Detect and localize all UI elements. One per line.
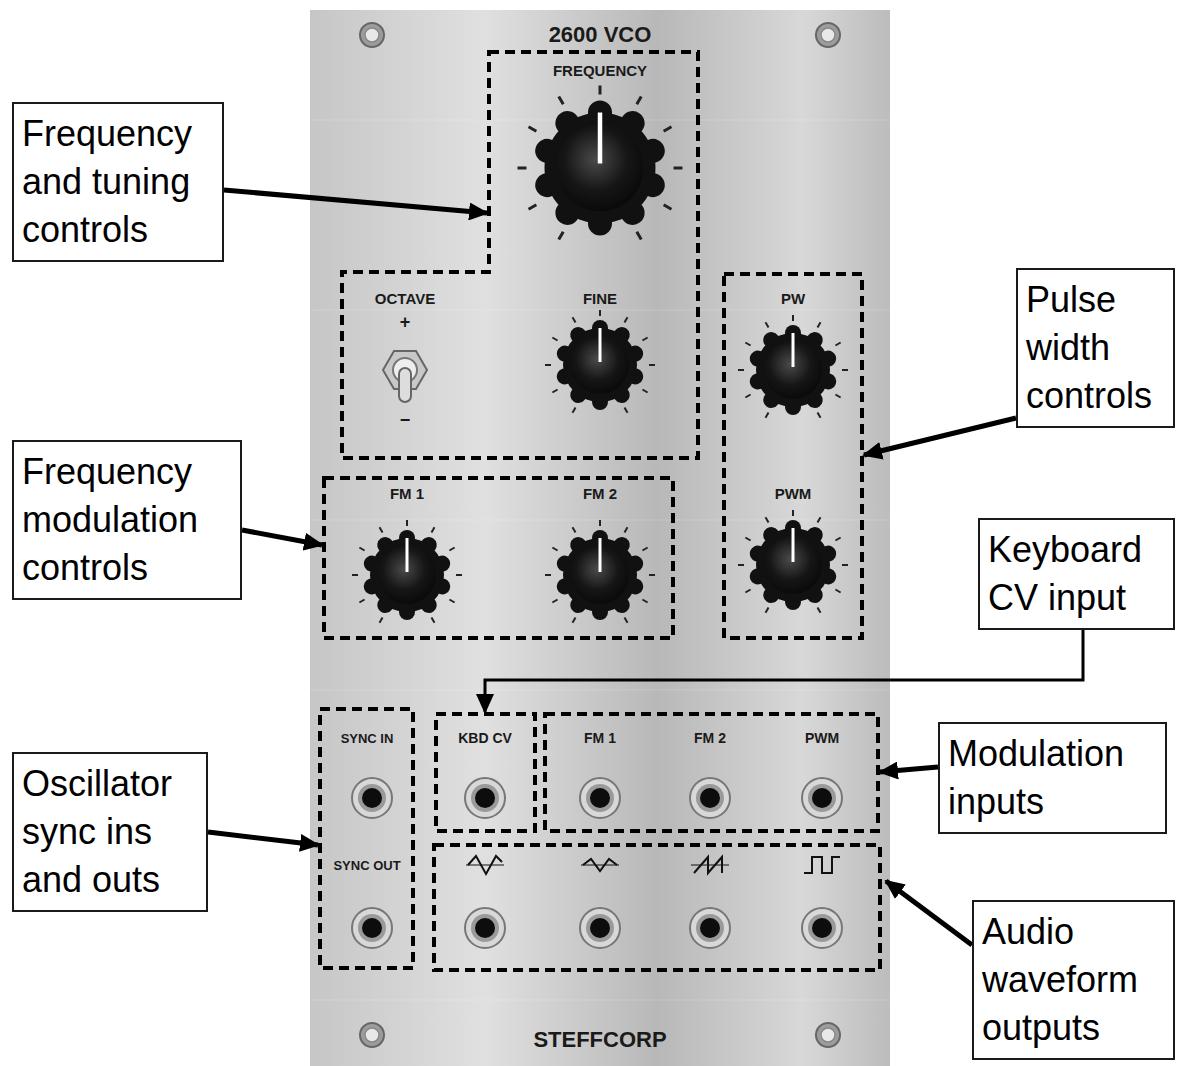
callout-text: Modulation inputs bbox=[948, 730, 1157, 826]
dashed-outline bbox=[320, 709, 413, 968]
callout-text: Audio waveform outputs bbox=[982, 908, 1165, 1052]
control-group: PW PWM bbox=[722, 272, 864, 640]
callout-arrow bbox=[880, 767, 938, 772]
panel-label: SYNC OUT bbox=[333, 859, 400, 872]
dashed-outline bbox=[342, 52, 698, 458]
panel-label: OCTAVE bbox=[375, 291, 435, 306]
control-group: FM 1 FM 2 bbox=[322, 476, 675, 640]
brush-line bbox=[310, 1000, 890, 1001]
outputs-group-outline bbox=[434, 845, 880, 970]
square-wave-symbol bbox=[804, 857, 840, 873]
fine-knob bbox=[555, 320, 646, 410]
dial-ticks bbox=[738, 315, 848, 418]
sawtooth-symbol bbox=[694, 857, 722, 873]
control-group: SYNC IN SYNC OUT bbox=[318, 707, 415, 970]
dashed-outline bbox=[324, 478, 673, 638]
group-outline bbox=[318, 707, 415, 970]
output-jack bbox=[465, 908, 505, 948]
fm1-knob bbox=[362, 530, 453, 620]
screw bbox=[816, 1023, 840, 1047]
panel-label: + bbox=[400, 313, 411, 331]
panel-label: FM 2 bbox=[583, 486, 617, 501]
dashed-outline bbox=[436, 714, 535, 831]
dial-ticks bbox=[352, 520, 462, 623]
fm2-knob bbox=[555, 530, 646, 620]
brush-line bbox=[310, 690, 890, 691]
callout-box: Modulation inputs bbox=[938, 722, 1167, 834]
callout-text: Frequency modulation controls bbox=[22, 448, 232, 592]
pw-knob bbox=[748, 325, 839, 415]
panel-label: SYNC IN bbox=[341, 732, 394, 745]
callout-arrow bbox=[242, 530, 322, 545]
frequency-knob bbox=[532, 101, 668, 236]
callout-arrow bbox=[485, 630, 1083, 712]
panel-label: KBD CV bbox=[458, 731, 512, 745]
dial-ticks bbox=[545, 310, 655, 413]
callout-text: Pulse width controls bbox=[1026, 276, 1165, 420]
pwm-knob bbox=[748, 520, 839, 610]
panel-label: FM 1 bbox=[390, 486, 424, 501]
output-jack bbox=[802, 908, 842, 948]
sync-out-jack bbox=[352, 908, 392, 948]
group-outline bbox=[722, 272, 864, 640]
pwm-jack bbox=[802, 778, 842, 818]
control-group: KBD CV bbox=[434, 712, 537, 833]
callout-box: Keyboard CV input bbox=[978, 518, 1175, 630]
wave-baseline bbox=[466, 865, 504, 866]
control-group: FREQUENCY OCTAVE + − FINE bbox=[340, 50, 700, 460]
callout-arrow bbox=[208, 832, 318, 845]
dial-ticks bbox=[738, 510, 848, 613]
dashed-outline bbox=[545, 714, 878, 831]
leader-arrow bbox=[886, 881, 972, 945]
toggle-switch bbox=[383, 351, 427, 402]
screw bbox=[816, 23, 840, 47]
callout-box: Audio waveform outputs bbox=[972, 900, 1175, 1060]
callout-text: Keyboard CV input bbox=[988, 526, 1165, 622]
module-panel: 2600 VCO STEFFCORP FREQUENCY OCTAVE + − FINE PW… bbox=[310, 10, 890, 1066]
panel-label: FINE bbox=[583, 291, 617, 306]
panel-label: FREQUENCY bbox=[553, 63, 647, 78]
screw bbox=[360, 1023, 384, 1047]
wave-baseline bbox=[691, 865, 729, 866]
brushed-lines bbox=[310, 120, 890, 1000]
panel-title: 2600 VCO bbox=[549, 24, 652, 46]
output-jack bbox=[690, 908, 730, 948]
soft-triangle-symbol bbox=[583, 859, 617, 871]
triangle-wave-symbol bbox=[468, 856, 502, 874]
panel-label: PWM bbox=[805, 731, 839, 745]
dashed-outline bbox=[724, 274, 862, 638]
panel-face bbox=[310, 10, 890, 1066]
waveform-symbols bbox=[466, 856, 840, 874]
panel-label: PW bbox=[781, 291, 805, 306]
dial-ticks bbox=[545, 520, 655, 623]
wave-baseline bbox=[581, 865, 619, 866]
callout-text: Frequency and tuning controls bbox=[22, 110, 214, 254]
screw bbox=[360, 23, 384, 47]
callout-arrow bbox=[864, 418, 1016, 455]
switch-lever bbox=[399, 368, 411, 402]
panel-label: − bbox=[400, 411, 411, 429]
callout-box: Frequency modulation controls bbox=[12, 440, 242, 600]
callout-arrow bbox=[224, 190, 487, 213]
output-jack bbox=[580, 908, 620, 948]
callout-box: Frequency and tuning controls bbox=[12, 102, 224, 262]
panel-label: FM 1 bbox=[584, 731, 616, 745]
callout-box: Oscillator sync ins and outs bbox=[12, 752, 208, 912]
panel-label: PWM bbox=[775, 486, 812, 501]
fm1-jack bbox=[580, 778, 620, 818]
panel-label: FM 2 bbox=[694, 731, 726, 745]
group-outline bbox=[340, 50, 700, 460]
fm2-jack bbox=[690, 778, 730, 818]
control-group: FM 1 FM 2 PWM bbox=[543, 712, 880, 833]
sync-in-jack bbox=[352, 778, 392, 818]
dial-ticks bbox=[518, 86, 683, 240]
group-outline bbox=[322, 476, 675, 640]
kbd-cv-jack bbox=[465, 778, 505, 818]
callout-text: Oscillator sync ins and outs bbox=[22, 760, 198, 904]
callout-box: Pulse width controls bbox=[1016, 268, 1175, 428]
panel-title: STEFFCORP bbox=[533, 1029, 666, 1051]
